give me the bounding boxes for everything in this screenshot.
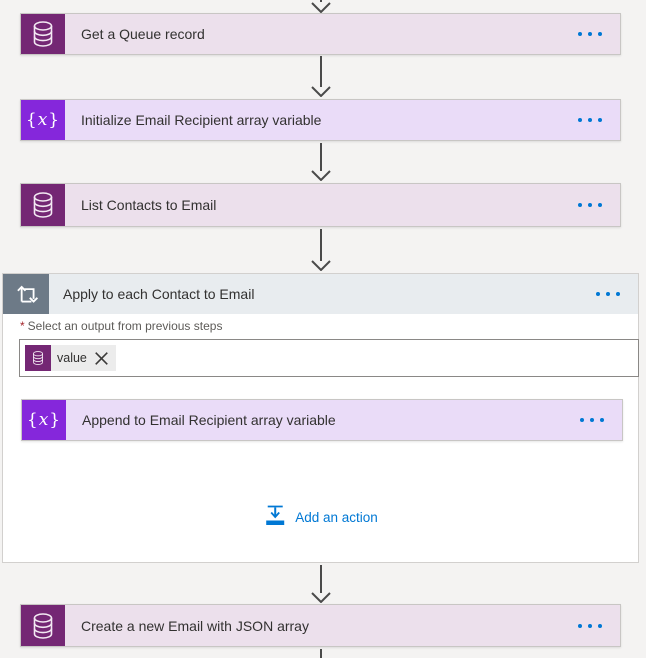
step-card-create-email[interactable]: Create a new Email with JSON array [20, 604, 621, 647]
dataverse-database-icon [21, 184, 65, 226]
token-label: value [57, 351, 87, 365]
loop-icon [3, 274, 49, 314]
more-menu-button[interactable] [580, 274, 638, 314]
connector-arrow [308, 56, 334, 97]
more-menu-button[interactable] [564, 400, 622, 440]
connector-arrow [308, 0, 334, 13]
apply-to-each-scope: Apply to each Contact to Email *Select a… [2, 273, 639, 563]
more-menu-button[interactable] [562, 14, 620, 54]
value-token[interactable]: value [25, 345, 116, 371]
step-title: Append to Email Recipient array variable [82, 412, 336, 428]
step-card-initialize-variable[interactable]: {x} Initialize Email Recipient array var… [20, 99, 621, 141]
step-title: Create a new Email with JSON array [81, 617, 309, 634]
add-action-button[interactable]: Add an action [257, 504, 384, 531]
variable-fx-icon: {x} [21, 100, 65, 140]
dataverse-database-icon [21, 14, 65, 54]
connector-arrow [308, 229, 334, 271]
output-select-input[interactable]: value [19, 339, 639, 377]
step-card-list-contacts[interactable]: List Contacts to Email [20, 183, 621, 227]
add-action-icon [263, 505, 286, 530]
step-card-get-queue-record[interactable]: Get a Queue record [20, 13, 621, 55]
connector-line [320, 649, 322, 658]
scope-title: Apply to each Contact to Email [63, 286, 255, 302]
required-marker: * [20, 319, 25, 333]
more-menu-button[interactable] [562, 100, 620, 140]
parameter-label: *Select an output from previous steps [20, 319, 223, 333]
connector-arrow [308, 143, 334, 181]
connector-arrow [308, 565, 334, 603]
step-card-append-variable[interactable]: {x} Append to Email Recipient array vari… [21, 399, 623, 441]
more-menu-button[interactable] [562, 184, 620, 226]
step-title: List Contacts to Email [81, 197, 217, 213]
dataverse-database-icon [25, 345, 51, 371]
dataverse-database-icon [21, 605, 65, 646]
step-title: Initialize Email Recipient array variabl… [81, 112, 322, 128]
variable-fx-icon: {x} [22, 400, 66, 440]
step-title: Get a Queue record [81, 26, 205, 42]
add-action-label: Add an action [295, 510, 378, 525]
apply-to-each-header[interactable]: Apply to each Contact to Email [3, 274, 638, 314]
more-menu-button[interactable] [562, 605, 620, 646]
remove-token-icon[interactable] [92, 351, 116, 366]
